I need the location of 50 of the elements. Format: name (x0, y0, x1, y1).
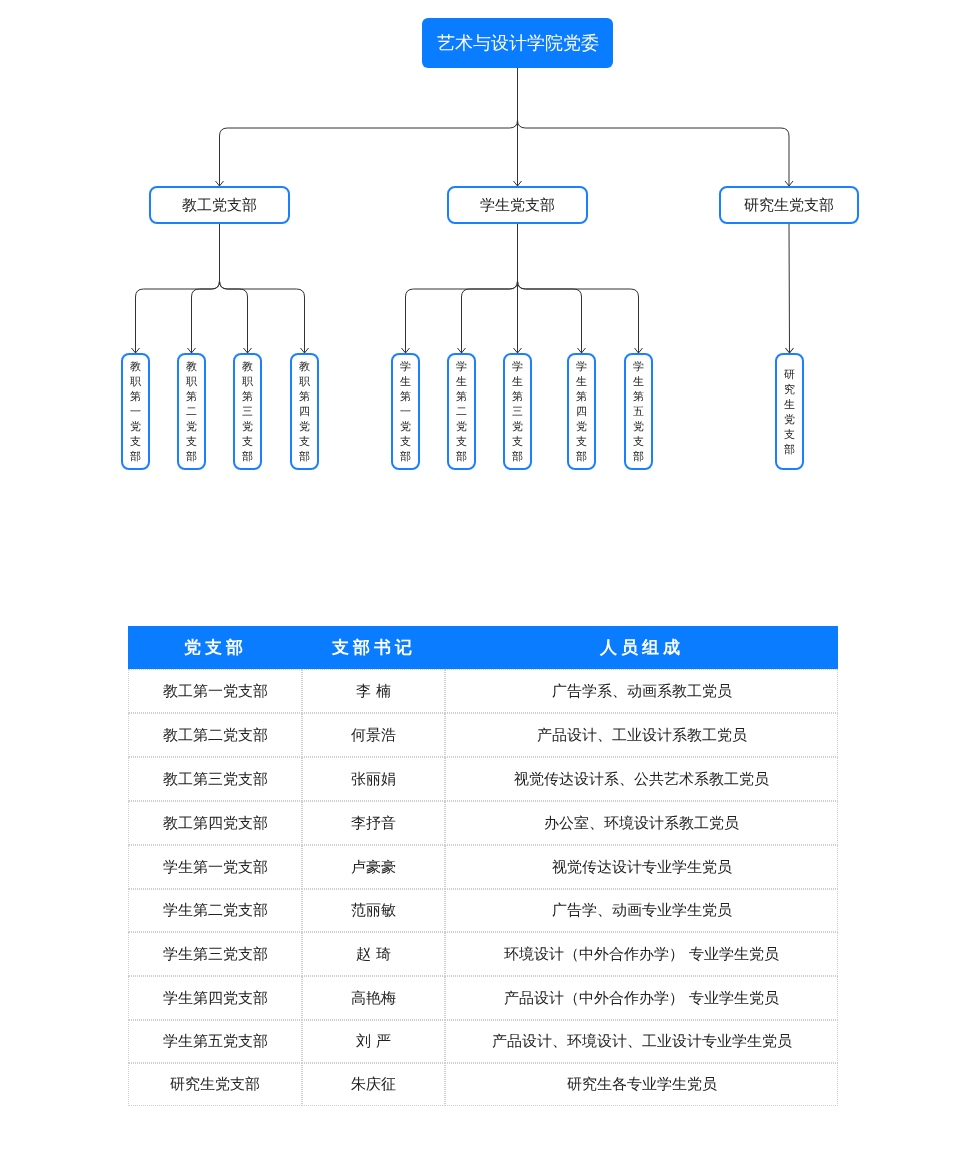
branch-box: 学生第一党支部 (391, 353, 420, 470)
connector-arrow (219, 223, 309, 354)
column-header: 人员组成 (445, 626, 838, 669)
connector-arrow (517, 223, 643, 354)
table-cell: 教工第二党支部 (128, 713, 302, 757)
table-cell: 李 楠 (302, 669, 445, 713)
table-cell: 赵 琦 (302, 932, 445, 976)
branch-box: 学生第二党支部 (447, 353, 476, 470)
table-cell: 研究生党支部 (128, 1063, 302, 1106)
table-cell: 学生第一党支部 (128, 845, 302, 889)
branch-box: 教职第二党支部 (177, 353, 206, 470)
table-cell: 李抒音 (302, 801, 445, 845)
table-cell: 学生第四党支部 (128, 976, 302, 1020)
table-cell: 环境设计（中外合作办学） 专业学生党员 (445, 932, 838, 976)
table-cell: 产品设计（中外合作办学） 专业学生党员 (445, 976, 838, 1020)
top-box: 艺术与设计学院党委 (422, 18, 613, 68)
branch-box: 教职第四党支部 (290, 353, 319, 470)
table-cell: 张丽娟 (302, 757, 445, 801)
table-cell: 办公室、环境设计系教工党员 (445, 801, 838, 845)
column-header: 党支部 (128, 626, 302, 669)
table-cell: 何景浩 (302, 713, 445, 757)
table-cell: 刘 严 (302, 1020, 445, 1063)
table-cell: 视觉传达设计专业学生党员 (445, 845, 838, 889)
table-cell: 朱庆征 (302, 1063, 445, 1106)
branch-box: 研究生党支部 (775, 353, 804, 470)
branch-box: 教工党支部 (149, 186, 290, 224)
table-cell: 学生第二党支部 (128, 889, 302, 932)
table-cell: 广告学、动画专业学生党员 (445, 889, 838, 932)
branch-box: 研究生党支部 (719, 186, 859, 224)
table-cell: 教工第三党支部 (128, 757, 302, 801)
table-cell: 学生第三党支部 (128, 932, 302, 976)
table-cell: 教工第一党支部 (128, 669, 302, 713)
table-cell: 卢豪豪 (302, 845, 445, 889)
table-cell: 产品设计、环境设计、工业设计专业学生党员 (445, 1020, 838, 1063)
table-cell: 范丽敏 (302, 889, 445, 932)
table-cell: 高艳梅 (302, 976, 445, 1020)
table-cell: 研究生各专业学生党员 (445, 1063, 838, 1106)
branch-box: 教职第三党支部 (233, 353, 262, 470)
branch-box: 教职第一党支部 (121, 353, 150, 470)
table-cell: 教工第四党支部 (128, 801, 302, 845)
branch-box: 学生第三党支部 (503, 353, 532, 470)
connector-arrow (785, 223, 794, 354)
branch-box: 学生第四党支部 (567, 353, 596, 470)
table-cell: 广告学系、动画系教工党员 (445, 669, 838, 713)
table-cell: 视觉传达设计系、公共艺术系教工党员 (445, 757, 838, 801)
table-cell: 产品设计、工业设计系教工党员 (445, 713, 838, 757)
table-cell: 学生第五党支部 (128, 1020, 302, 1063)
column-header: 支部书记 (302, 626, 445, 669)
branch-box: 学生第五党支部 (624, 353, 653, 470)
branch-box: 学生党支部 (447, 186, 588, 224)
